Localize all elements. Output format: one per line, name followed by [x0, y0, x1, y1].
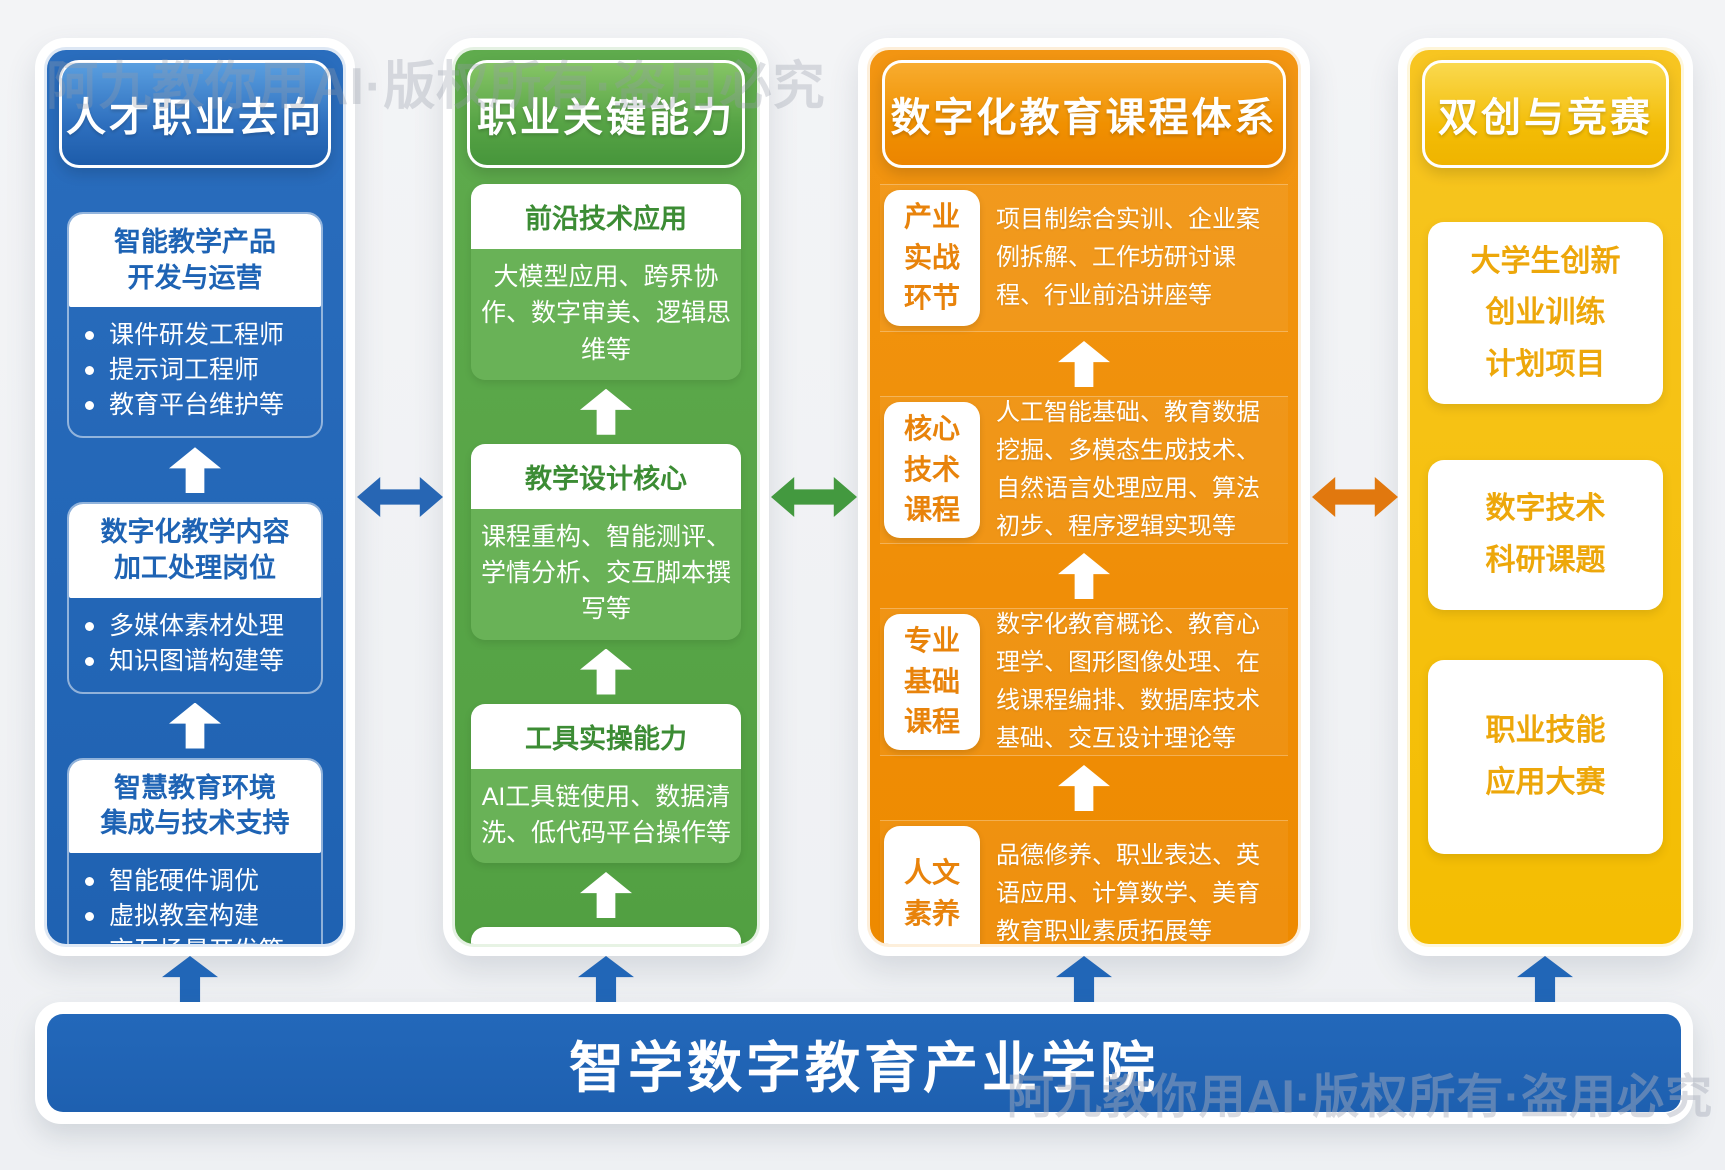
up-arrow-icon: [169, 447, 221, 494]
course-row-humanities: 人文 素养 品德修养、职业表达、英语应用、计算数学、美育教育职业素质拓展等: [880, 820, 1288, 945]
courses-header: 数字化教育课程体系: [882, 60, 1286, 168]
career-group-title: 智能教学产品 开发与运营: [69, 214, 321, 308]
college-title: 智学数字教育产业学院: [47, 1014, 1681, 1112]
course-label: 核心 技术 课程: [884, 402, 980, 538]
career-bullet-item: 教育平台维护等: [85, 389, 311, 422]
course-row-core-tech: 核心 技术 课程 人工智能基础、教育数据挖掘、多模态生成技术、自然语言处理应用、…: [880, 396, 1288, 544]
career-bullet-item: 课件研发工程师: [85, 319, 311, 352]
ability-group-basics: 基础通用素质 沟通协调、信息素养、数学基础、持续学习意愿等: [471, 927, 741, 944]
column-courses: 数字化教育课程体系 产业 实战 环节 项目制综合实训、企业案例拆解、工作坊研讨课…: [858, 38, 1310, 956]
up-arrow-icon: [580, 872, 632, 918]
abilities-header: 职业关键能力: [467, 60, 745, 168]
career-bullet-list: 课件研发工程师 提示词工程师 教育平台维护等: [69, 307, 321, 436]
careers-panel: 人才职业去向 智能教学产品 开发与运营 课件研发工程师 提示词工程师 教育平台维…: [44, 47, 346, 947]
career-bullet-item: 提示词工程师: [85, 354, 311, 387]
competitions-header: 双创与竞赛: [1422, 60, 1669, 168]
career-group-content: 数字化教学内容 加工处理岗位 多媒体素材处理 知识图谱构建等: [67, 502, 323, 694]
course-row-practice: 产业 实战 环节 项目制综合实训、企业案例拆解、工作坊研讨课程、行业前沿讲座等: [880, 184, 1288, 332]
double-arrow-icon: [357, 477, 443, 517]
course-text: 项目制综合实训、企业案例拆解、工作坊研讨课程、行业前沿讲座等: [996, 206, 1260, 309]
ability-group-tools: 工具实操能力 AI工具链使用、数据清洗、低代码平台操作等: [471, 703, 741, 863]
course-label: 人文 素养: [884, 826, 980, 944]
up-arrow-icon: [1058, 553, 1110, 599]
career-group-title: 数字化教学内容 加工处理岗位: [69, 504, 321, 598]
career-bullet-item: 多媒体素材处理: [85, 610, 311, 643]
abilities-panel: 职业关键能力 前沿技术应用 大模型应用、跨界协作、数字审美、逻辑思维等 教学设计…: [452, 47, 760, 947]
bottom-up-arrow-icon: [162, 956, 218, 1002]
ability-title: 工具实操能力: [471, 703, 741, 769]
up-arrow-icon: [1058, 341, 1110, 387]
career-bullet-item: 交互场景开发等: [109, 935, 311, 944]
column-abilities: 职业关键能力 前沿技术应用 大模型应用、跨界协作、数字审美、逻辑思维等 教学设计…: [443, 38, 769, 956]
ability-group-frontier: 前沿技术应用 大模型应用、跨界协作、数字审美、逻辑思维等: [471, 184, 741, 380]
competition-card-innovation: 大学生创新 创业训练 计划项目: [1428, 222, 1663, 404]
career-bullet-item: 智能硬件调优: [85, 865, 311, 898]
career-bullet-list: 智能硬件调优 虚拟教室构建 交互场景开发等: [69, 853, 321, 944]
careers-header: 人才职业去向: [59, 60, 331, 168]
ability-title: 教学设计核心: [471, 443, 741, 509]
column-competitions: 双创与竞赛 大学生创新 创业训练 计划项目 数字技术 科研课题 职业技能 应用大…: [1398, 38, 1693, 956]
bottom-up-arrow-icon: [1517, 956, 1573, 1002]
double-arrow-icon: [771, 477, 857, 517]
up-arrow-icon: [169, 702, 221, 749]
career-bullet-item: 虚拟教室构建: [85, 900, 311, 933]
ability-title: 前沿技术应用: [471, 184, 741, 249]
column-careers: 人才职业去向 智能教学产品 开发与运营 课件研发工程师 提示词工程师 教育平台维…: [35, 38, 355, 956]
competitions-panel: 双创与竞赛 大学生创新 创业训练 计划项目 数字技术 科研课题 职业技能 应用大…: [1407, 47, 1684, 947]
ability-title: 基础通用素质: [471, 927, 741, 944]
double-arrow-icon: [1312, 477, 1398, 517]
career-group-title: 智慧教育环境 集成与技术支持: [69, 759, 321, 853]
ability-body: AI工具链使用、数据清洗、低代码平台操作等: [471, 768, 741, 863]
ability-body: 课程重构、智能测评、学情分析、交互脚本撰写等: [471, 508, 741, 640]
competition-card-research: 数字技术 科研课题: [1428, 460, 1663, 610]
career-group-environment: 智慧教育环境 集成与技术支持 智能硬件调优 虚拟教室构建 交互场景开发等: [67, 757, 323, 944]
footer-banner: 智学数字教育产业学院: [35, 1002, 1693, 1124]
course-row-foundation: 专业 基础 课程 数字化教育概论、教育心理学、图形图像处理、在线课程编排、数据库…: [880, 608, 1288, 756]
courses-panel: 数字化教育课程体系 产业 实战 环节 项目制综合实训、企业案例拆解、工作坊研讨课…: [867, 47, 1301, 947]
up-arrow-icon: [580, 648, 632, 695]
career-group-product: 智能教学产品 开发与运营 课件研发工程师 提示词工程师 教育平台维护等: [67, 212, 323, 439]
ability-group-design: 教学设计核心 课程重构、智能测评、学情分析、交互脚本撰写等: [471, 443, 741, 640]
bottom-up-arrow-icon: [578, 956, 634, 1002]
career-bullet-item: 知识图谱构建等: [85, 645, 311, 678]
career-bullet-list: 多媒体素材处理 知识图谱构建等: [69, 598, 321, 692]
bottom-up-arrow-icon: [1056, 956, 1112, 1002]
ability-body: 大模型应用、跨界协作、数字审美、逻辑思维等: [471, 249, 741, 380]
up-arrow-icon: [1058, 765, 1110, 811]
course-label: 专业 基础 课程: [884, 614, 980, 750]
course-text: 品德修养、职业表达、英语应用、计算数学、美育教育职业素质拓展等: [996, 842, 1260, 945]
course-text: 人工智能基础、教育数据挖掘、多模态生成技术、自然语言处理应用、算法初步、程序逻辑…: [996, 399, 1260, 540]
competition-card-skills: 职业技能 应用大赛: [1428, 660, 1663, 854]
course-label: 产业 实战 环节: [884, 190, 980, 326]
course-text: 数字化教育概论、教育心理学、图形图像处理、在线课程编排、数据库技术基础、交互设计…: [996, 611, 1260, 752]
up-arrow-icon: [580, 388, 632, 435]
